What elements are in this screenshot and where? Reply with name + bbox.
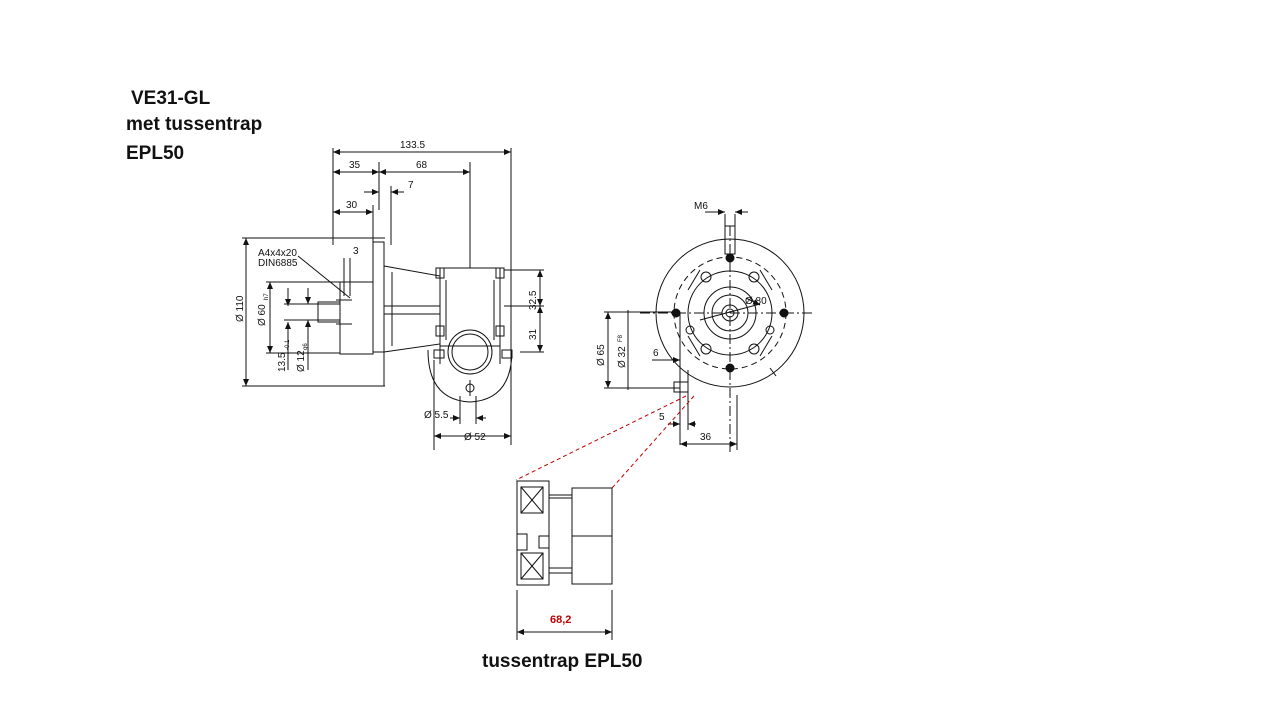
front-view-labels: M6 Ø 80 Ø 65 Ø 32 F8 6 5 36 [596, 201, 767, 443]
detail-caption: tussentrap EPL50 [482, 651, 643, 672]
dim-31: 31 [528, 328, 539, 340]
dia-32-tol: F8 [618, 334, 624, 342]
dia-5-5: Ø 5.5 [424, 410, 449, 421]
thread-m6: M6 [694, 201, 708, 212]
dim-133-5: 133.5 [400, 140, 425, 151]
dim-35: 35 [349, 160, 361, 171]
dim-3: 3 [353, 246, 359, 257]
detail-leader-lines [515, 395, 695, 489]
front-view [604, 209, 815, 455]
side-view-labels: 133.5 35 68 7 30 3 A4x4x20 DIN6885 Ø 110… [235, 140, 539, 443]
dim-68: 68 [416, 160, 428, 171]
dim-68-2: 68,2 [550, 614, 571, 626]
dim-13-5-tol: -0.1 [285, 339, 291, 350]
dia-65: Ø 65 [596, 344, 607, 366]
dia-12-tol: g6 [303, 343, 309, 350]
dim-30: 30 [346, 200, 358, 211]
key-spec: A4x4x20 [258, 248, 297, 259]
title-stage: EPL50 [126, 143, 185, 164]
dim-36: 36 [700, 432, 712, 443]
dim-7: 7 [408, 180, 414, 191]
dim-32-5: 32.5 [528, 290, 539, 310]
dia-80: Ø 80 [745, 296, 767, 307]
dia-52: Ø 52 [464, 432, 486, 443]
title-subtitle: met tussentrap [126, 114, 263, 135]
dia-12: Ø 12 [296, 350, 307, 372]
dia-60-tol: h7 [264, 293, 270, 300]
dia-110: Ø 110 [235, 295, 246, 322]
title-model: VE31-GL [131, 88, 211, 109]
dim-13-5: 13.5 [277, 352, 288, 372]
dia-32: Ø 32 [617, 346, 628, 368]
detail-epl50 [516, 480, 613, 640]
key-standard: DIN6885 [258, 258, 298, 269]
dim-6: 6 [653, 348, 659, 359]
side-view [242, 148, 544, 450]
dim-5: 5 [659, 412, 665, 423]
dia-60: Ø 60 [257, 304, 268, 326]
